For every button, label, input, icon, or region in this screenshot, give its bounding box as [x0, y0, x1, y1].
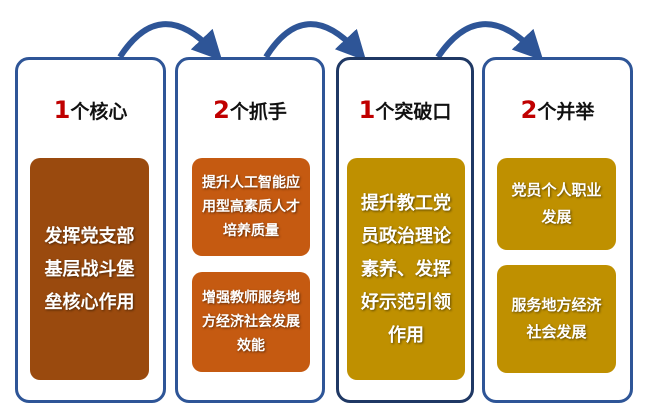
box-text: 服务地方经济社会发展	[511, 296, 602, 341]
card-title: 1个突破口	[339, 96, 471, 124]
box-text: 提升教工党员政治理论素养、发挥好示范引领作用	[361, 192, 451, 346]
breakthrough-box: 提升教工党员政治理论素养、发挥好示范引领作用	[347, 158, 465, 380]
box-text: 提升人工智能应用型高素质人才培养质量	[202, 175, 300, 239]
arrow-2-to-3	[263, 21, 367, 61]
title-label: 个核心	[70, 101, 128, 123]
parallel-box-2: 服务地方经济社会发展	[497, 265, 616, 373]
arrow-1-to-2	[117, 21, 223, 61]
title-label: 个突破口	[375, 101, 452, 123]
grip-box-2: 增强教师服务地方经济社会发展效能	[192, 272, 310, 372]
title-number: 1	[53, 96, 71, 124]
box-text: 发挥党支部基层战斗堡垒核心作用	[44, 225, 135, 313]
card-title: 2个并举	[485, 96, 630, 124]
card-breakthrough: 1个突破口 提升教工党员政治理论素养、发挥好示范引领作用	[336, 57, 474, 403]
title-label: 个抓手	[229, 101, 287, 123]
card-title: 2个抓手	[178, 96, 322, 124]
card-core: 1个核心 发挥党支部基层战斗堡垒核心作用	[15, 57, 166, 403]
title-number: 2	[213, 96, 230, 124]
card-parallel: 2个并举 党员个人职业发展 服务地方经济社会发展	[482, 57, 633, 403]
card-grips: 2个抓手 提升人工智能应用型高素质人才培养质量 增强教师服务地方经济社会发展效能	[175, 57, 325, 403]
box-text: 增强教师服务地方经济社会发展效能	[202, 290, 300, 354]
box-text: 党员个人职业发展	[511, 181, 602, 226]
title-number: 1	[358, 96, 376, 124]
title-label: 个并举	[537, 101, 595, 123]
card-title: 1个核心	[18, 96, 163, 124]
title-number: 2	[520, 96, 538, 124]
grip-box-1: 提升人工智能应用型高素质人才培养质量	[192, 158, 310, 256]
arrow-3-to-4	[435, 21, 544, 61]
parallel-box-1: 党员个人职业发展	[497, 158, 616, 250]
core-box: 发挥党支部基层战斗堡垒核心作用	[30, 158, 149, 380]
